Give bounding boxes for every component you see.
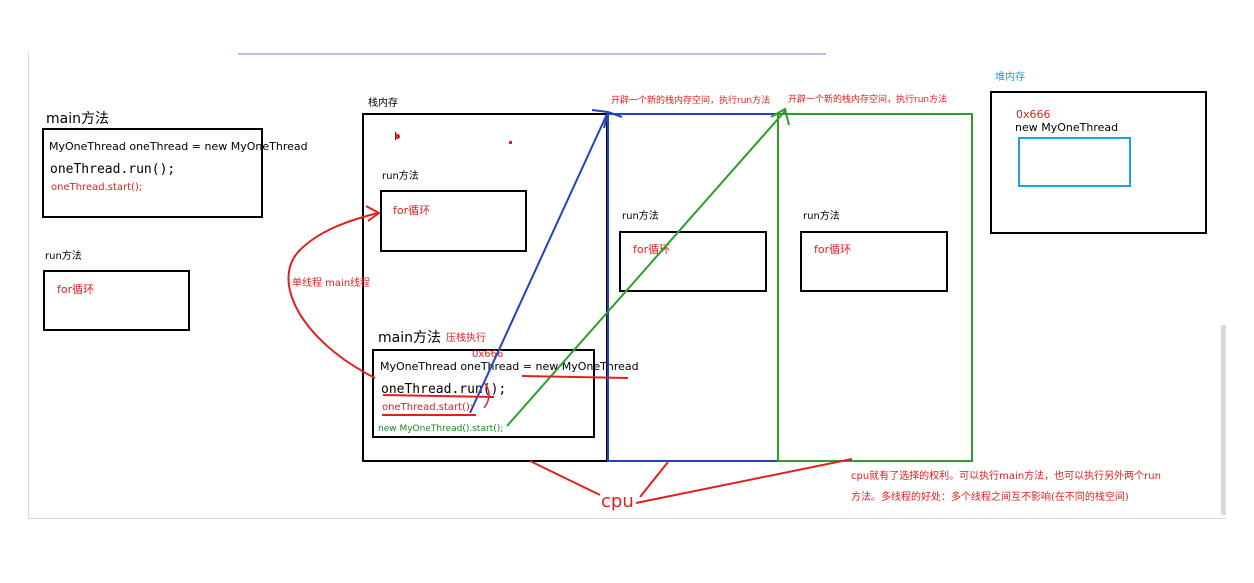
left-run-body: for循环 <box>57 283 95 296</box>
stack-main-line2: oneThread.run(); <box>381 382 507 397</box>
green-run-box <box>800 231 948 292</box>
single-thread-note: 单线程 main线程 <box>292 278 371 289</box>
stack-main-line4: new MyOneThread().start(); <box>378 424 504 434</box>
left-main-line2: oneThread.run(); <box>50 162 176 177</box>
new-stack-note-1: 开辟一个新的栈内存空间，执行run方法 <box>611 96 771 106</box>
stack-main-line3: oneThread.start(); <box>382 402 474 413</box>
stack-run-body: for循环 <box>393 204 431 217</box>
cpu-note-line1: cpu就有了选择的权利。可以执行main方法，也可以执行另外两个run <box>851 471 1161 482</box>
blue-run-body: for循环 <box>633 243 671 256</box>
left-run-title: run方法 <box>45 251 82 262</box>
parenthesis-mark <box>483 381 490 409</box>
cpu-note-line2: 方法。多线程的好处：多个线程之间互不影响(在不同的栈空间) <box>851 492 1129 503</box>
stack-run-box <box>380 190 527 252</box>
green-thread-arrow <box>506 110 786 427</box>
dot-marker <box>395 134 400 139</box>
heap-address: 0x666 <box>1016 108 1051 121</box>
blue-run-title: run方法 <box>622 211 659 222</box>
stack-title: 栈内存 <box>368 98 398 109</box>
green-run-body: for循环 <box>814 243 852 256</box>
stack-main-box <box>372 349 595 438</box>
stack-run-title: run方法 <box>382 171 419 182</box>
heap-box <box>990 91 1207 234</box>
single-thread-arrowhead <box>365 205 381 222</box>
blue-thread-arrow <box>469 113 608 414</box>
dot-marker-2 <box>509 141 512 144</box>
heap-object-box <box>1018 137 1131 187</box>
heap-object-label: new MyOneThread <box>1015 121 1119 134</box>
heap-title: 堆内存 <box>995 72 1025 83</box>
stack-address: 0x666 <box>472 349 504 360</box>
green-arrowhead <box>770 107 790 126</box>
scrollbar[interactable] <box>1221 325 1226 515</box>
cpu-line-main <box>529 460 601 496</box>
stack-main-line1: MyOneThread oneThread = new MyOneThread <box>380 360 639 373</box>
cpu-line-green <box>635 458 853 504</box>
new-stack-note-2: 开辟一个新的栈内存空间，执行run方法 <box>788 95 948 105</box>
left-main-line3: oneThread.start(); <box>51 182 143 193</box>
underline-run <box>382 394 495 398</box>
cpu-label: cpu <box>601 491 634 512</box>
blue-arrowhead <box>591 109 623 129</box>
stack-main-title: main方法 <box>378 330 441 346</box>
left-main-box <box>42 128 263 218</box>
green-run-title: run方法 <box>803 211 840 222</box>
left-run-box <box>43 270 190 331</box>
green-stack-box <box>777 113 973 462</box>
blue-run-box <box>619 231 767 292</box>
left-main-title: main方法 <box>46 111 109 127</box>
cpu-line-blue <box>639 461 669 498</box>
selection-bar <box>238 53 826 55</box>
left-main-line1: MyOneThread oneThread = new MyOneThread <box>49 140 308 153</box>
single-thread-curve-arrow <box>287 212 379 379</box>
push-note: 压栈执行 <box>446 333 486 344</box>
underline-new-mythread <box>521 375 629 379</box>
